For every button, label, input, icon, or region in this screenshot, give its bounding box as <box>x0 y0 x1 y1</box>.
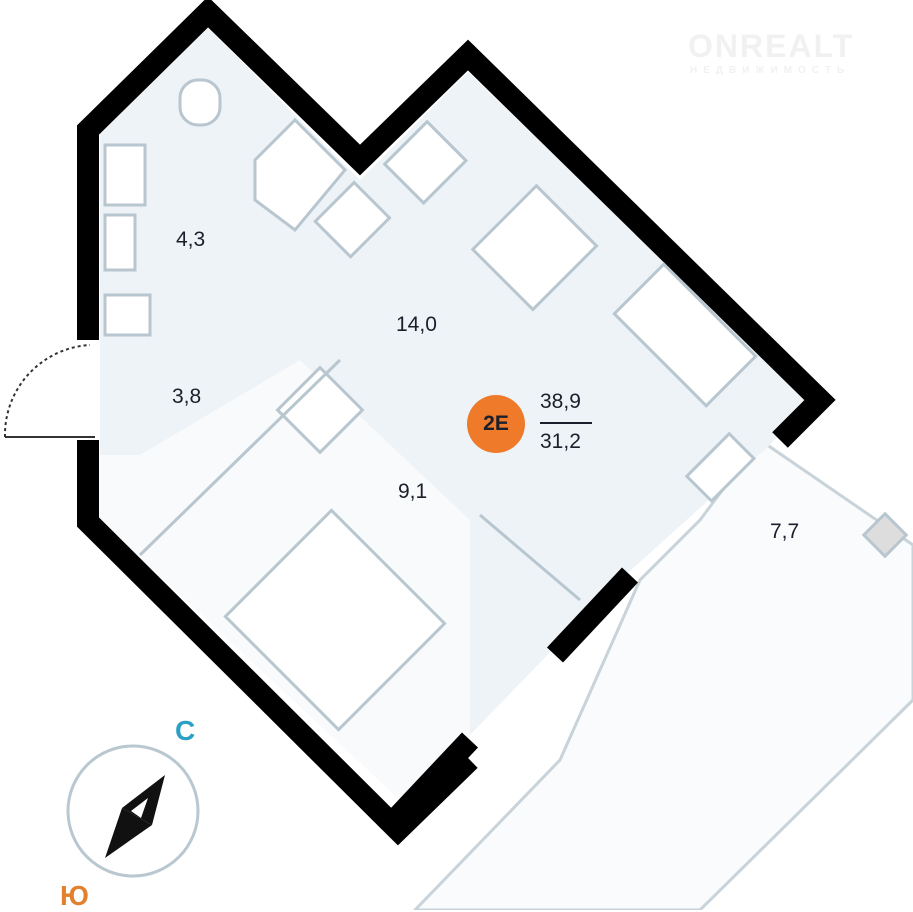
total-area: 38,9 <box>540 390 581 413</box>
watermark-logo: ONREALT НЕДВИЖИМОСТЬ <box>628 28 854 76</box>
compass-needle-icon <box>105 775 165 858</box>
room-area-bathroom: 4,3 <box>176 228 206 251</box>
compass-north-label: С <box>175 715 196 746</box>
watermark-subtitle: НЕДВИЖИМОСТЬ <box>690 65 851 76</box>
room-area-kitchen: 14,0 <box>396 313 437 336</box>
area-divider <box>540 422 592 424</box>
balcony-floor <box>412 437 913 910</box>
watermark-brand: ONREALT <box>688 28 855 64</box>
walls <box>77 0 836 846</box>
compass-ring <box>66 744 200 878</box>
room-area-bedroom: 9,1 <box>398 480 428 503</box>
room-area-hall: 3,8 <box>172 385 202 408</box>
room-area-balcony: 7,7 <box>770 520 800 543</box>
compass-south-label: Ю <box>60 880 89 911</box>
apartment-type-badge: 2E <box>467 395 525 453</box>
furniture <box>103 78 909 732</box>
living-area: 31,2 <box>540 430 581 453</box>
entrance-door <box>3 344 95 438</box>
